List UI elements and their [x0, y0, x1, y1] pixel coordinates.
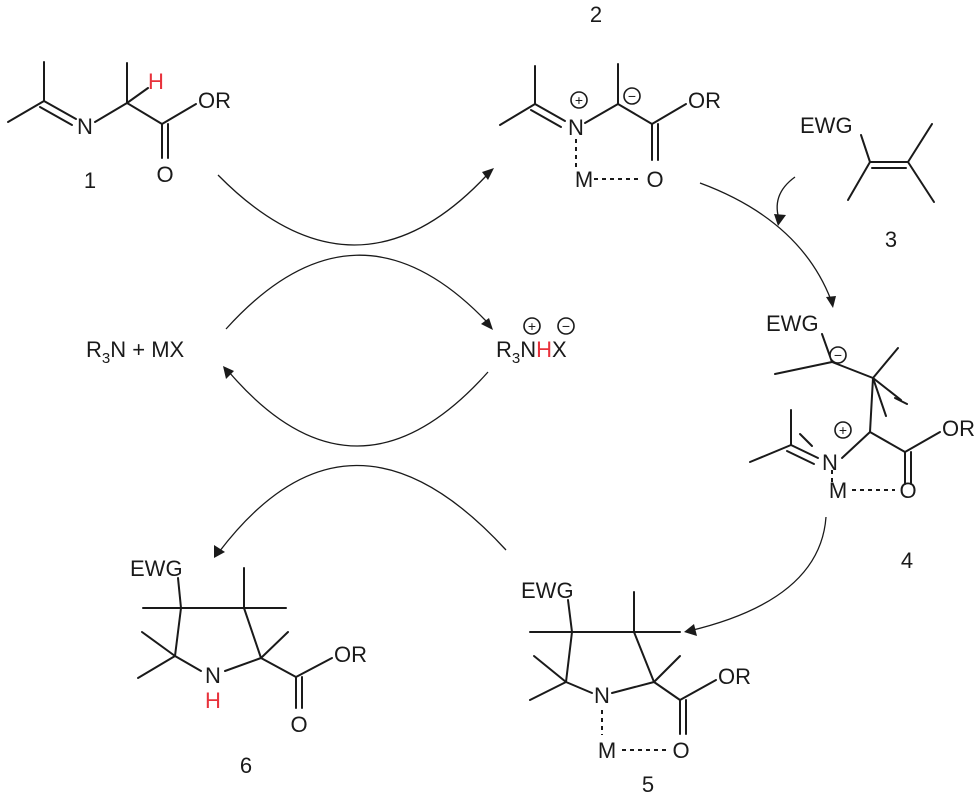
ewg-label: EWG: [800, 113, 853, 138]
arrowhead-icon: [826, 296, 836, 308]
arrow-1-to-2: [217, 174, 488, 246]
arrowhead-icon: [482, 168, 494, 180]
arrow-5-to-6: [218, 464, 507, 553]
metal-m: M: [598, 738, 616, 763]
compound-number-4: 4: [901, 548, 913, 573]
compound-1: N H OR O 1: [7, 61, 231, 193]
ester-or-label: OR: [942, 416, 975, 441]
ring-n: N: [594, 683, 610, 708]
carbonyl-o: O: [156, 162, 173, 187]
minus-sign: −: [562, 318, 570, 334]
minus-charge-icon: [829, 346, 847, 364]
ring-nh-n: N: [205, 663, 221, 688]
plus-charge-icon: [523, 317, 541, 335]
compound-number-3: 3: [885, 227, 897, 252]
plus-sign: +: [839, 422, 847, 438]
metal-m: M: [829, 478, 847, 503]
carbonyl-o: O: [646, 167, 663, 192]
highlighted-h-atom: H: [205, 688, 221, 713]
minus-sign: −: [834, 347, 842, 363]
arrow-base-to-salt: [225, 254, 488, 330]
compound-6: EWG N H OR O 6: [130, 556, 367, 778]
compound-4: EWG − N + OR M O: [749, 311, 975, 573]
highlighted-h-atom: H: [148, 69, 164, 94]
compound-number-2: 2: [590, 2, 602, 27]
reaction-arrows: [214, 168, 836, 636]
compound-number-6: 6: [240, 753, 252, 778]
compound-5: EWG N OR M O 5: [521, 578, 751, 797]
metal-m: M: [575, 167, 593, 192]
ewg-label: EWG: [130, 556, 183, 581]
iminium-n: N: [568, 115, 584, 140]
arrowhead-icon: [481, 318, 493, 330]
ester-or-label: OR: [718, 664, 751, 689]
iminium-n: N: [822, 450, 838, 475]
ester-or-label: OR: [198, 88, 231, 113]
compound-number-5: 5: [642, 772, 654, 797]
minus-charge-icon: [623, 87, 641, 105]
compound-3: EWG 3: [800, 113, 935, 252]
arrowhead-icon: [684, 624, 697, 636]
arrowhead-icon: [223, 366, 234, 379]
carbonyl-o: O: [290, 712, 307, 737]
plus-sign: +: [575, 92, 583, 108]
ewg-label: EWG: [766, 311, 819, 336]
compound-2: 2 N + − OR M O: [499, 2, 721, 192]
plus-sign: +: [528, 318, 536, 334]
plus-charge-icon: [570, 91, 588, 109]
ester-or-label: OR: [688, 88, 721, 113]
ewg-label: EWG: [521, 578, 574, 603]
atom-n: N: [77, 114, 93, 139]
base-and-metal-salt: R3N + MX: [86, 337, 185, 367]
ammonium-salt: R3NHX + −: [496, 317, 575, 367]
arrowhead-icon: [774, 214, 786, 226]
highlighted-h-atom: H: [536, 337, 552, 362]
carbonyl-o: O: [672, 738, 689, 763]
plus-charge-icon: [834, 421, 852, 439]
arrow-salt-to-base: [228, 371, 489, 447]
carbonyl-o: O: [899, 478, 916, 503]
arrowhead-icon: [214, 545, 225, 558]
minus-sign: −: [628, 88, 636, 104]
arrow-2-to-4: [699, 182, 832, 301]
ester-or-label: OR: [334, 642, 367, 667]
compound-number-1: 1: [84, 168, 96, 193]
arrow-4-to-5: [688, 516, 827, 632]
svg-text:R3NHX: R3NHX: [496, 337, 567, 367]
minus-charge-icon: [557, 317, 575, 335]
